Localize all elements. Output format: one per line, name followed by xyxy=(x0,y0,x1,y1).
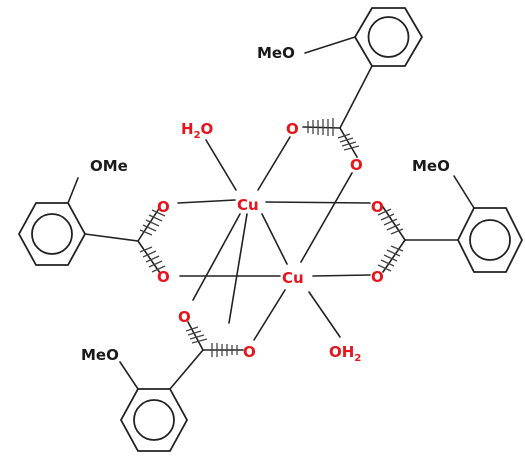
oxygen-atom-label: O xyxy=(243,343,256,361)
hashed-bond xyxy=(185,326,208,344)
carboxylate-co-bond xyxy=(382,206,406,241)
hashed-bond xyxy=(377,208,404,235)
oxygen-atom-label: O xyxy=(157,198,170,216)
cu-o-bond xyxy=(253,289,286,341)
hashed-bond xyxy=(377,245,404,272)
cu-o-bond xyxy=(312,274,371,277)
hashed-bond xyxy=(307,118,334,136)
oxygen-atom-label: O xyxy=(371,268,384,286)
cu-o-bond xyxy=(192,213,241,301)
carboxylate-co-bond xyxy=(302,126,341,129)
oxygen-atom-label: O xyxy=(371,198,384,216)
methoxy-label: MeO xyxy=(257,44,295,62)
benzene-ring-bottom xyxy=(119,388,189,452)
water-ligand-label: OH2 xyxy=(329,343,361,364)
carboxylate-co-bond xyxy=(187,321,204,351)
ring-carboxyl-bond-left xyxy=(84,233,139,242)
ome-bond-top xyxy=(304,36,356,54)
methoxy-label: MeO xyxy=(81,346,119,364)
methoxy-label: MeO xyxy=(412,157,450,175)
benzene-ring-left xyxy=(17,202,87,266)
cu-o-bond xyxy=(257,136,291,191)
cu-o-bond xyxy=(261,213,288,265)
cu-o-bond xyxy=(177,199,236,204)
ome-bond-bottom xyxy=(119,361,139,390)
carboxylate-co-bond xyxy=(339,127,358,158)
cu-o-bond xyxy=(300,172,353,263)
ring-carboxyl-bond-bottom xyxy=(169,349,204,390)
water-ligand-label: H2O xyxy=(181,120,213,141)
hashed-bond xyxy=(139,209,166,236)
methoxy-label: OMe xyxy=(90,157,128,175)
oxygen-atom-label: O xyxy=(157,268,170,286)
oxygen-atom-label: O xyxy=(178,308,191,326)
benzene-ring-right xyxy=(456,207,524,273)
cu-oh2-bond xyxy=(205,139,237,191)
hashed-bond xyxy=(337,133,360,151)
carboxylate-co-bond xyxy=(382,239,406,273)
ring-carboxyl-bond-top xyxy=(339,65,373,129)
hashed-bond xyxy=(211,343,238,357)
cu-oh2-bond xyxy=(308,291,341,338)
oxygen-atom-label: O xyxy=(350,156,363,174)
ome-bond-left xyxy=(67,177,79,204)
copper-atom-label: Cu xyxy=(237,196,259,214)
benzene-ring-top xyxy=(353,7,424,67)
copper-atom-label: Cu xyxy=(282,269,304,287)
oxygen-atom-label: O xyxy=(286,120,299,138)
cu-o-bond xyxy=(228,213,248,324)
cu-o-bond xyxy=(265,201,371,204)
carboxylate-co-bond xyxy=(137,240,161,274)
ome-bond-right xyxy=(453,175,475,209)
hashed-bond xyxy=(139,246,166,273)
